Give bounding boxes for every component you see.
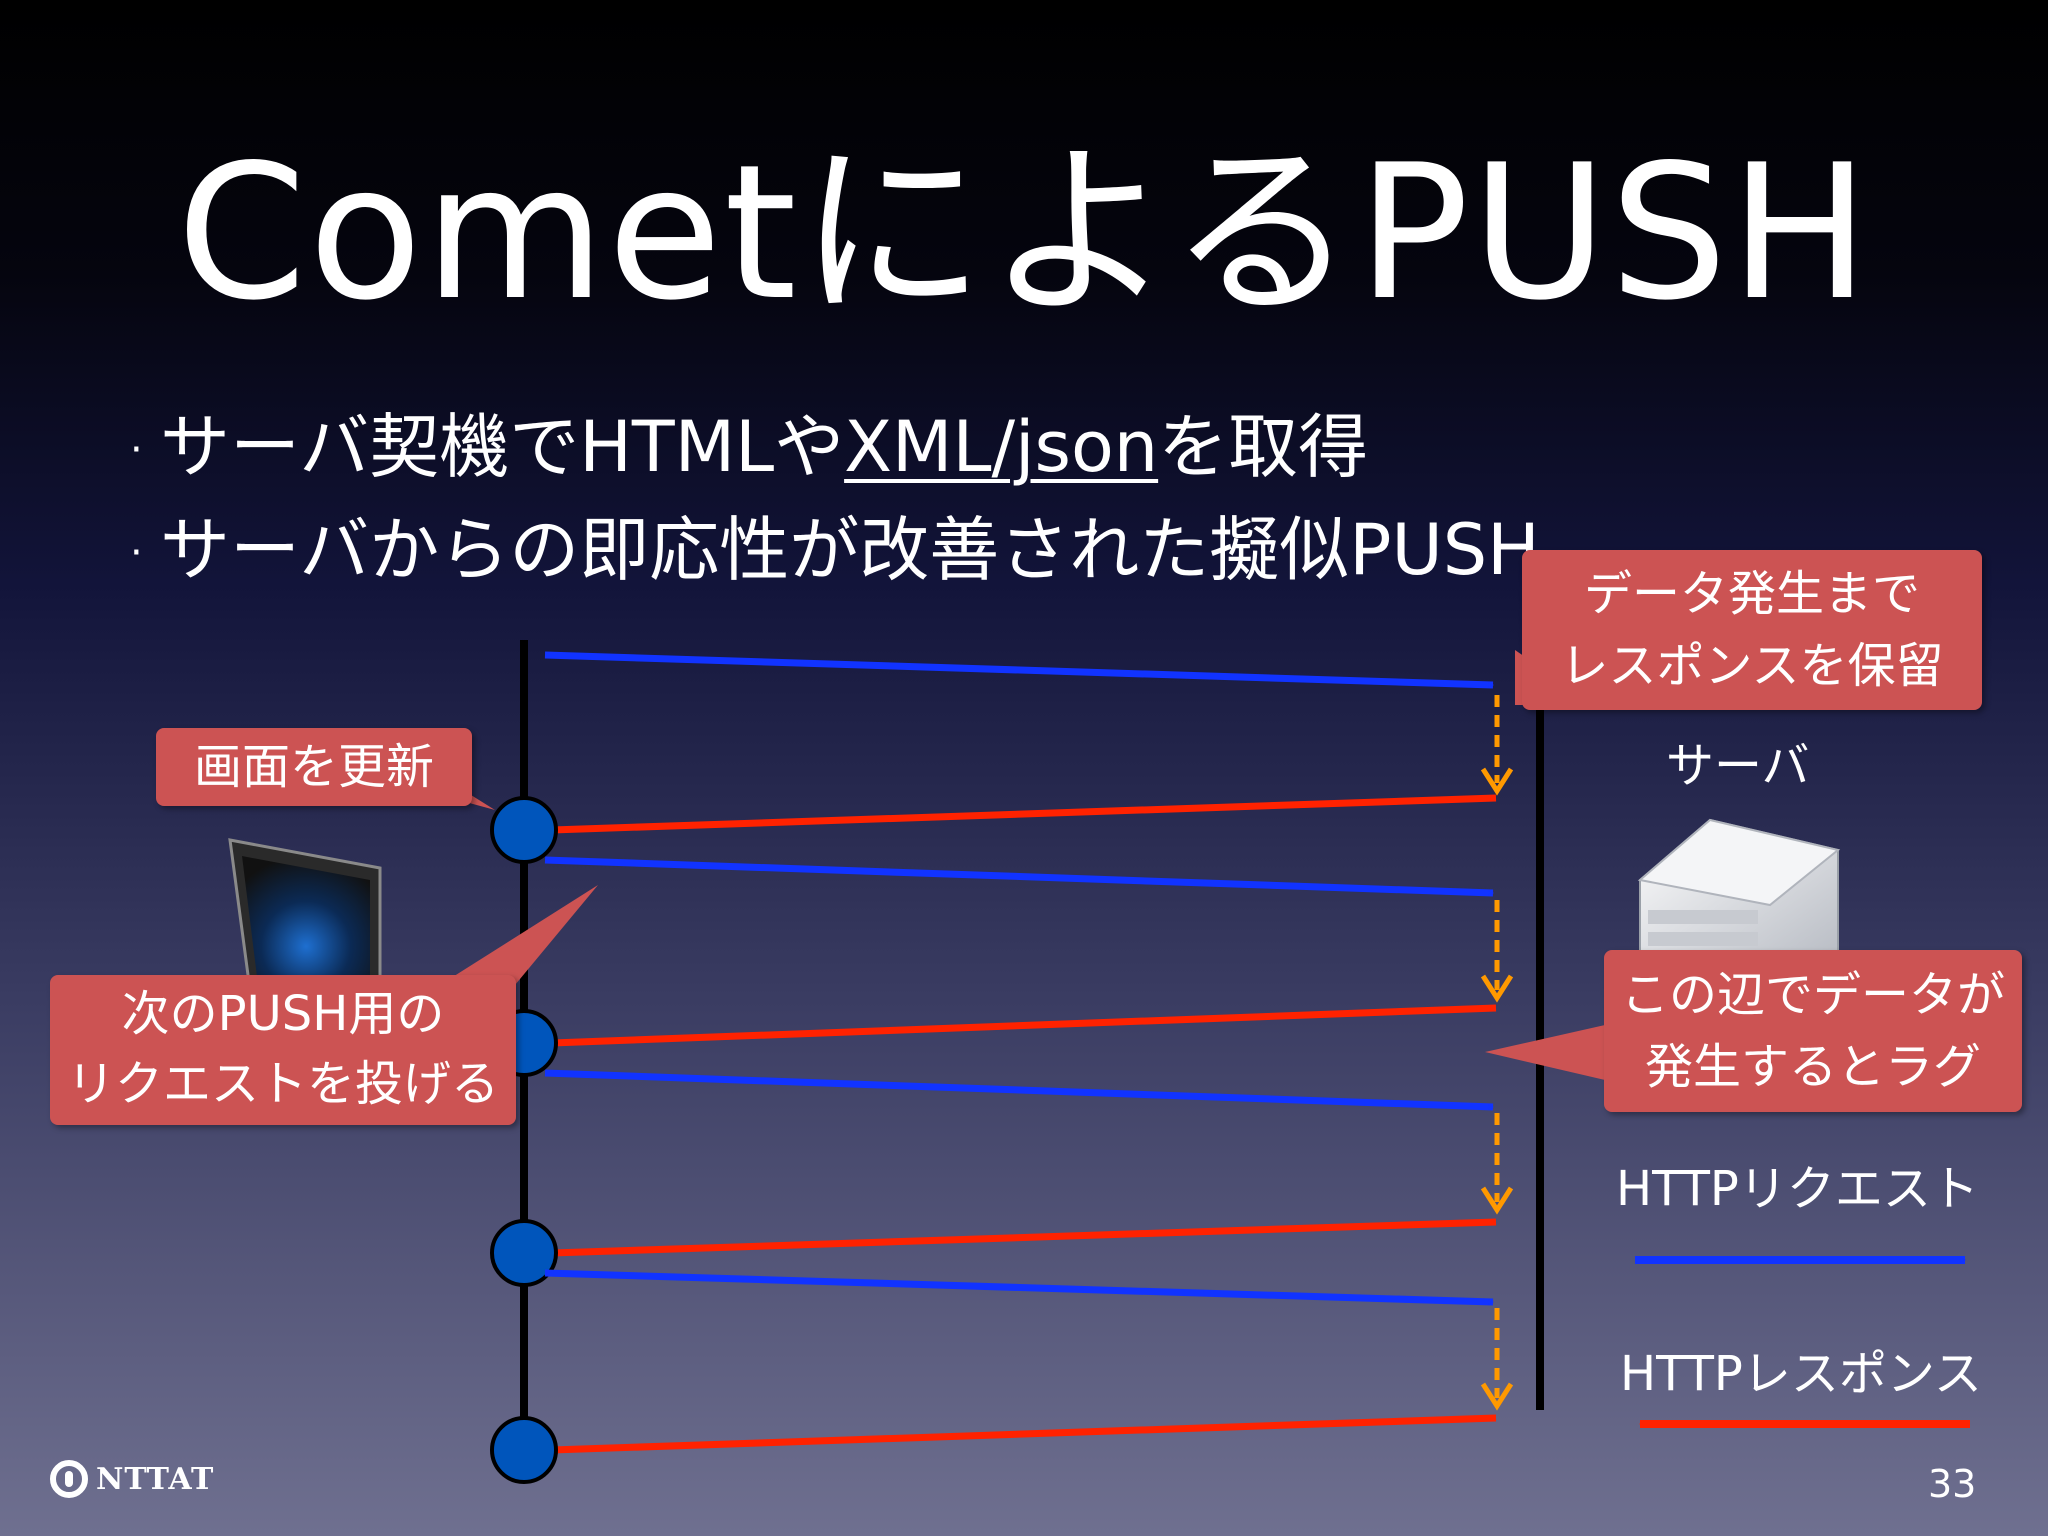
callout-next-push: 次のPUSH用の リクエストを投げる	[50, 975, 516, 1125]
bullet-2-text: サーバからの即応性が改善された擬似PUSH	[160, 509, 1540, 591]
callout-server-hold-line2: レスポンスを保留	[1560, 638, 1944, 694]
request-arrow	[544, 651, 1493, 689]
bullet-1-link[interactable]: XML/json	[844, 406, 1159, 488]
response-arrow	[552, 1218, 1497, 1257]
response-arrow	[552, 1004, 1497, 1047]
client-receive-node	[490, 1416, 558, 1484]
callout-next-push-line2: リクエストを投げる	[66, 1056, 499, 1112]
response-arrow	[552, 1414, 1497, 1454]
callout-lag-line1: この辺でデータが	[1620, 967, 2005, 1023]
callout-tail-lag	[1485, 1025, 1605, 1080]
callout-tail-next-push	[440, 885, 598, 985]
request-arrow	[544, 856, 1493, 897]
logo-mark-icon	[50, 1460, 88, 1498]
legend-request-label: HTTPリクエスト	[1616, 1161, 1979, 1217]
response-arrow	[552, 794, 1497, 834]
bullet-dot: ·	[130, 427, 143, 473]
callout-lag-line2: 発生するとラグ	[1644, 1039, 1981, 1095]
wait-arrowhead	[1480, 1382, 1514, 1411]
page-number: 33	[1928, 1462, 1977, 1506]
client-receive-node	[490, 796, 558, 864]
slide-title: CometによるPUSH	[176, 124, 1872, 341]
exchanges-group	[490, 651, 1514, 1484]
laptop-icon	[228, 838, 382, 992]
callout-update-screen-line1: 画面を更新	[193, 739, 434, 795]
wait-arrowhead	[1480, 767, 1514, 796]
logo-text: NTTAT	[96, 1461, 215, 1497]
callout-server-hold-line1: データ発生まで	[1583, 566, 1920, 622]
legend-response-label: HTTPレスポンス	[1620, 1346, 1982, 1402]
bullet-1: · サーバ契機でHTMLやXML/jsonを取得	[130, 412, 1368, 482]
request-arrow	[544, 1069, 1493, 1111]
callout-lag: この辺でデータが 発生するとラグ	[1604, 950, 2022, 1112]
bullet-1-text-c: を取得	[1158, 406, 1369, 488]
bullet-2: · サーバからの即応性が改善された擬似PUSH	[130, 515, 1540, 585]
server-label: サーバ	[1666, 738, 1810, 794]
wait-arrowhead	[1480, 1186, 1514, 1215]
callout-next-push-line1: 次のPUSH用の	[121, 986, 445, 1043]
client-receive-node	[490, 1219, 558, 1287]
callout-server-hold: データ発生まで レスポンスを保留	[1522, 550, 1982, 710]
server-icon	[1637, 818, 1841, 961]
request-arrow	[544, 1269, 1493, 1306]
bullet-1-text-a: サーバ契機でHTMLや	[160, 406, 845, 488]
callout-update-screen: 画面を更新	[156, 728, 472, 806]
company-logo: NTTAT	[50, 1460, 214, 1498]
wait-arrowhead	[1480, 974, 1514, 1003]
bullet-dot: ·	[130, 530, 143, 576]
